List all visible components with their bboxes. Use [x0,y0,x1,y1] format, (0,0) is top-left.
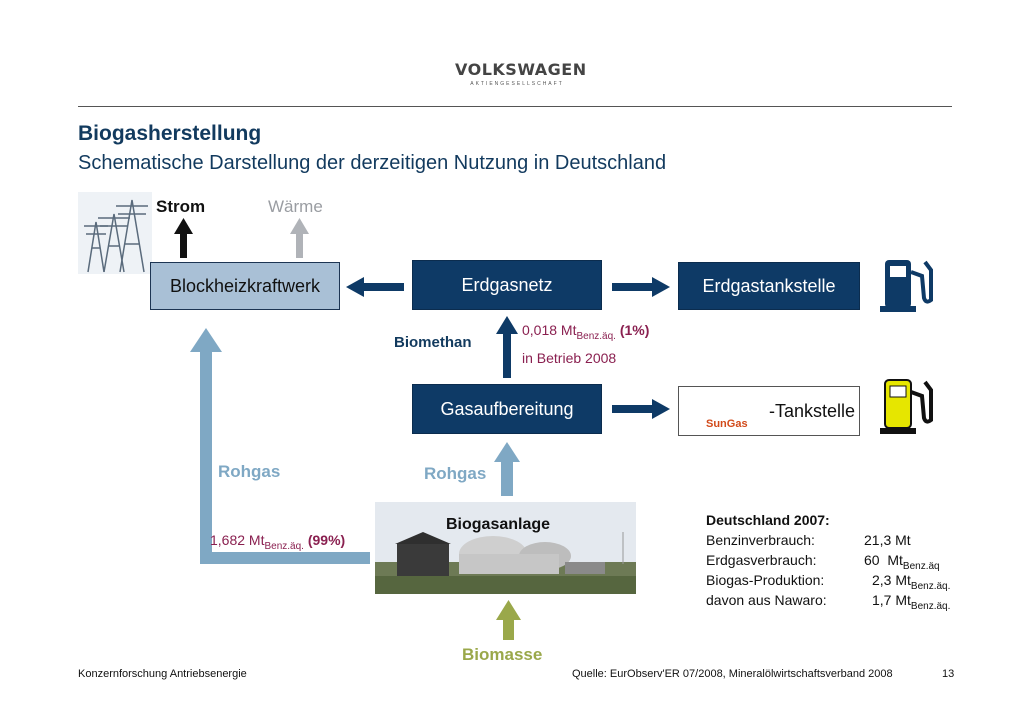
rohgas-arrow-left [190,328,370,564]
fuel-pump-icon [880,260,933,312]
stats-value: 60 MtBenz.äq [864,552,940,572]
gasaufbereitung-box: Gasaufbereitung [412,384,602,434]
biomethan-note: in Betrieb 2008 [522,350,617,366]
biomethan-value: 0,018 Mt [522,322,577,338]
erdgasnetz-label: Erdgasnetz [461,274,553,295]
sungas-tankstelle-label: -Tankstelle [768,400,855,421]
gasaufbereitung-label: Gasaufbereitung [440,398,574,419]
rohgas-value: 1,682 Mt [210,532,265,548]
sungas-tankstelle-box: -Tankstelle [678,386,860,436]
stats-value-text: 60 Mt [864,552,903,568]
rohgas-percent: (99%) [307,532,346,548]
stats-unit: Benz.äq. [910,600,951,612]
biomethan-unit: Benz.äq. [576,330,616,342]
stats-label: davon aus Nawaro: [706,592,827,608]
rohgas-label-right: Rohgas [424,464,487,483]
rohgas-unit: Benz.äq. [264,540,304,552]
strom-arrow [174,218,193,258]
footer-left: Konzernforschung Antriebsenergie [78,668,247,680]
biomethan-arrow [496,316,518,378]
power-pylon-icon [78,192,152,274]
rohgas-label-left: Rohgas [218,462,281,481]
arrow-to-sungas [612,399,670,419]
biogasanlage-label: Biogasanlage [446,516,551,533]
stats-unit: Benz.äq [902,560,940,572]
rohgas-amount: 1,682 MtBenz.äq. (99%) [210,532,345,552]
stats-title: Deutschland 2007: [706,512,830,528]
erdgastankstelle-label: Erdgastankstelle [702,275,836,296]
biogas-plant-illustration [375,502,636,594]
brand-name: VOLKSWAGEN [455,60,587,79]
biogas-plant-photo [375,502,636,594]
stats-value: 1,7 MtBenz.äq. [872,592,950,612]
biomethan-percent: (1%) [619,322,650,338]
rohgas-arrow-right [494,442,520,496]
arrow-to-bhkw [346,277,404,297]
footer-source: Quelle: EurObserv'ER 07/2008, Mineralölw… [572,668,893,680]
erdgastankstelle-box: Erdgastankstelle [678,262,860,310]
strom-label: Strom [156,197,206,216]
stats-value: 21,3 Mt [864,532,911,548]
stats-value-text: 1,7 Mt [872,592,911,608]
stats-value-text: 21,3 Mt [864,532,911,548]
fuel-pump-icon-yellow [880,379,933,434]
stats-row: davon aus Nawaro: [706,592,827,608]
blockheizkraftwerk-box: Blockheizkraftwerk [150,262,340,310]
stats-label: Erdgasverbrauch: [706,552,817,568]
slide-subtitle: Schematische Darstellung der derzeitigen… [78,152,667,174]
biomasse-arrow [496,600,521,640]
stats-value-text: 2,3 Mt [872,572,911,588]
arrow-to-erdgastankstelle [612,277,670,297]
stats-label: Biogas-Produktion: [706,572,825,588]
sungas-logo-text: SunGas [706,418,748,430]
slide-title: Biogasherstellung [78,122,262,145]
stats-row: Benzinverbrauch: [706,532,815,548]
waerme-arrow [290,218,309,258]
erdgasnetz-box: Erdgasnetz [412,260,602,310]
stats-row: Biogas-Produktion: [706,572,824,588]
page-number: 13 [942,668,955,680]
stats-row: Erdgasverbrauch: [706,552,817,568]
stats-label: Benzinverbrauch: [706,532,815,548]
stats-value: 2,3 MtBenz.äq. [872,572,950,592]
header-divider [78,106,952,107]
blockheizkraftwerk-label: Blockheizkraftwerk [169,275,321,296]
waerme-label: Wärme [268,197,323,216]
stats-unit: Benz.äq. [910,580,951,592]
biomasse-label: Biomasse [462,645,543,664]
biomethan-amount: 0,018 MtBenz.äq. (1%) [522,322,649,342]
volkswagen-logo: VOLKSWAGEN AKTIENGESELLSCHAFT [455,60,587,87]
biomethan-label: Biomethan [394,334,472,351]
brand-subtitle: AKTIENGESELLSCHAFT [470,81,564,87]
